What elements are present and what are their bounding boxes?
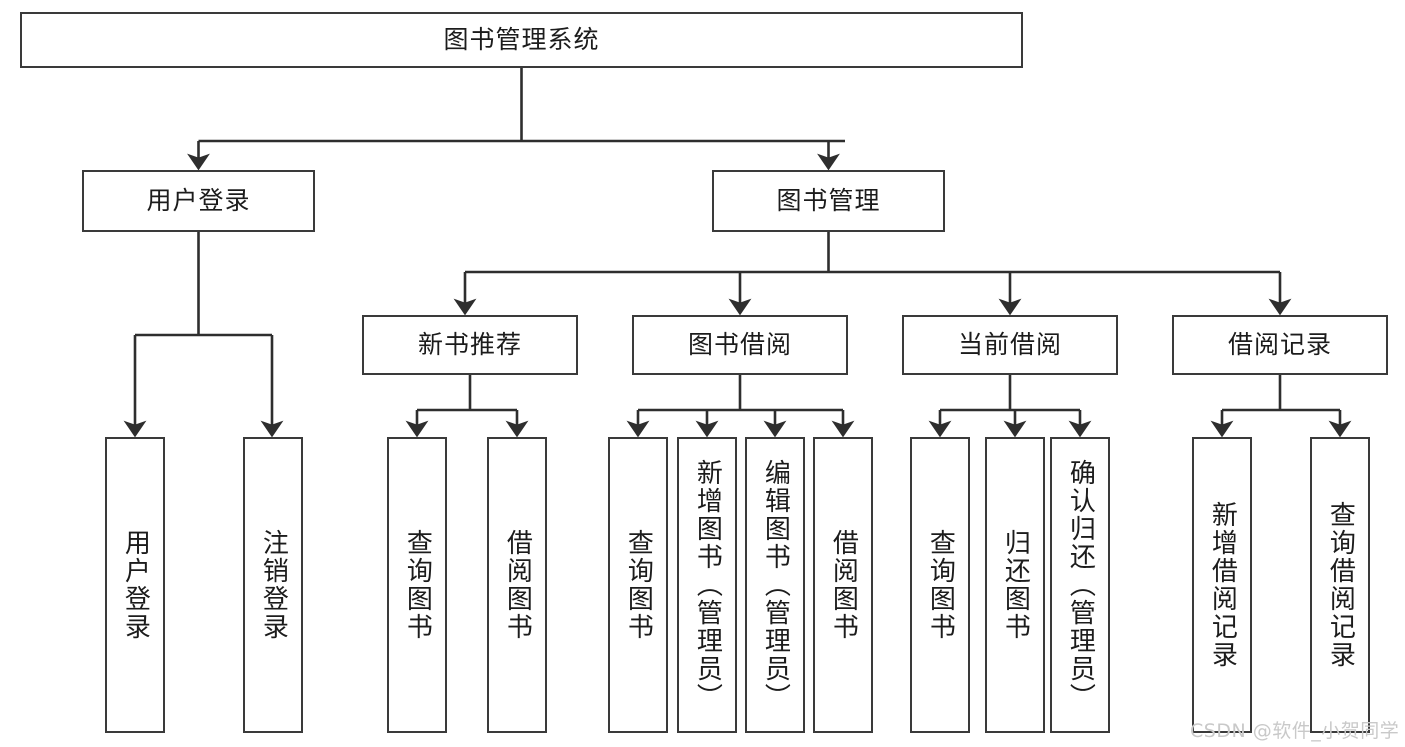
node-label: 新增借阅记录 xyxy=(1207,501,1238,669)
node-level3-0[interactable]: 新书推荐 xyxy=(362,315,578,375)
node-leaf-12[interactable]: 查询借阅记录 xyxy=(1310,437,1370,733)
node-leaf-9[interactable]: 归还图书 xyxy=(985,437,1045,733)
node-level2-1[interactable]: 图书管理 xyxy=(712,170,945,232)
node-label: 注销登录 xyxy=(258,529,289,641)
node-label: 图书借阅 xyxy=(687,330,792,360)
node-label: 图书管理系统 xyxy=(443,25,600,55)
node-leaf-7[interactable]: 借阅图书 xyxy=(813,437,873,733)
node-leaf-6[interactable]: 编辑图书（管理员） xyxy=(745,437,805,733)
node-label: 确认归还（管理员） xyxy=(1065,459,1096,711)
node-label: 查询图书 xyxy=(925,529,956,641)
node-label: 查询图书 xyxy=(623,529,654,641)
node-label: 查询借阅记录 xyxy=(1325,501,1356,669)
node-leaf-4[interactable]: 查询图书 xyxy=(608,437,668,733)
node-label: 编辑图书（管理员） xyxy=(760,459,791,711)
node-label: 用户登录 xyxy=(146,186,251,216)
node-label: 图书管理 xyxy=(776,186,881,216)
node-leaf-11[interactable]: 新增借阅记录 xyxy=(1192,437,1252,733)
node-leaf-8[interactable]: 查询图书 xyxy=(910,437,970,733)
node-leaf-10[interactable]: 确认归还（管理员） xyxy=(1050,437,1110,733)
node-label: 当前借阅 xyxy=(957,330,1062,360)
node-level3-2[interactable]: 当前借阅 xyxy=(902,315,1118,375)
node-label: 借阅图书 xyxy=(502,529,533,641)
node-label: 借阅记录 xyxy=(1227,330,1332,360)
node-leaf-2[interactable]: 查询图书 xyxy=(387,437,447,733)
node-label: 归还图书 xyxy=(1000,529,1031,641)
csdn-watermark: CSDN @软件_小贺同学 xyxy=(1190,720,1400,742)
node-leaf-0[interactable]: 用户登录 xyxy=(105,437,165,733)
node-label: 新增图书（管理员） xyxy=(692,459,723,711)
node-leaf-5[interactable]: 新增图书（管理员） xyxy=(677,437,737,733)
node-root[interactable]: 图书管理系统 xyxy=(20,12,1023,68)
node-level2-0[interactable]: 用户登录 xyxy=(82,170,315,232)
node-label: 用户登录 xyxy=(120,529,151,641)
node-level3-1[interactable]: 图书借阅 xyxy=(632,315,848,375)
node-label: 查询图书 xyxy=(402,529,433,641)
node-level3-3[interactable]: 借阅记录 xyxy=(1172,315,1388,375)
node-leaf-1[interactable]: 注销登录 xyxy=(243,437,303,733)
node-label: 借阅图书 xyxy=(828,529,859,641)
node-leaf-3[interactable]: 借阅图书 xyxy=(487,437,547,733)
node-label: 新书推荐 xyxy=(417,330,522,360)
